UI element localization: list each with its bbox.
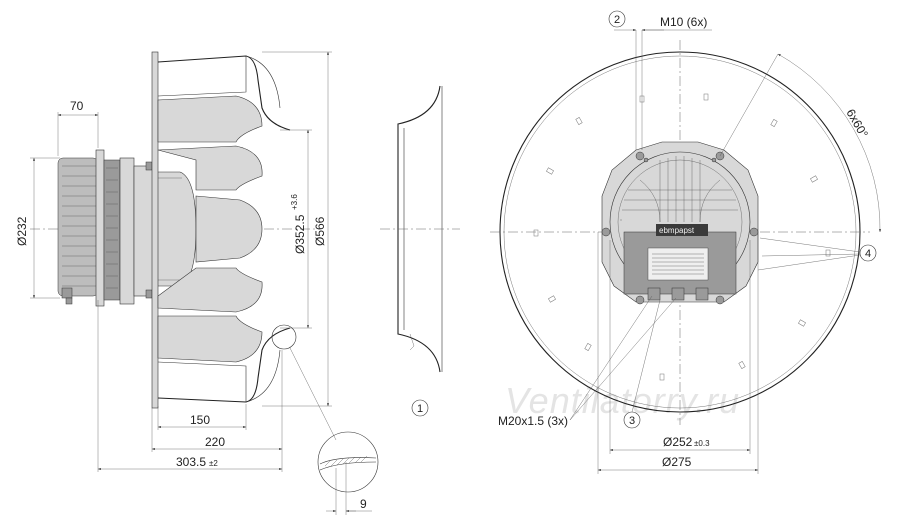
callout-3: 3 (629, 415, 635, 427)
dim-bolt-circle-252-tol: ±0.3 (694, 439, 710, 448)
dim-303-5: 303.5 (176, 455, 206, 469)
watermark: Ventilatorry.ru (505, 380, 740, 421)
dim-303-5-tol: ±2 (209, 459, 218, 468)
dim-cable-gland: M20x1.5 (3x) (498, 414, 568, 428)
terminal-box: ebmpapst (623, 224, 737, 301)
callout-2-circle (608, 10, 626, 28)
impeller-blades (157, 95, 263, 363)
dim-9: 9 (360, 497, 367, 511)
dim-motor-diameter: Ø232 (15, 216, 29, 246)
dim-220: 220 (205, 435, 225, 449)
dim-inlet-diameter-tol: +3.6 (290, 194, 299, 210)
dim-bolt-circle-275: Ø275 (662, 455, 692, 469)
callout-4: 4 (865, 248, 871, 260)
motor-body (57, 149, 155, 307)
label-plate-brand: ebmpapst (659, 226, 695, 235)
side-view: 70 Ø232 Ø352.5 +3.6 Ø566 150 220 (15, 51, 379, 515)
callout-2: 2 (614, 14, 620, 26)
dim-thread-m10: M10 (6x) (660, 15, 707, 29)
inlet-nozzle-view: 1 (380, 85, 460, 417)
detail-view (317, 431, 379, 515)
dim-150: 150 (190, 413, 210, 427)
dim-motor-depth: 70 (70, 99, 84, 113)
dim-angle: 6x60° (843, 107, 871, 141)
dim-bolt-circle-252: Ø252 (663, 435, 693, 449)
callout-4-circle (859, 244, 877, 262)
callout-1-circle (411, 399, 429, 417)
dim-inlet-diameter: Ø352.5 (293, 214, 307, 254)
callout-1: 1 (417, 403, 423, 415)
dim-impeller-diameter: Ø566 (313, 216, 327, 246)
